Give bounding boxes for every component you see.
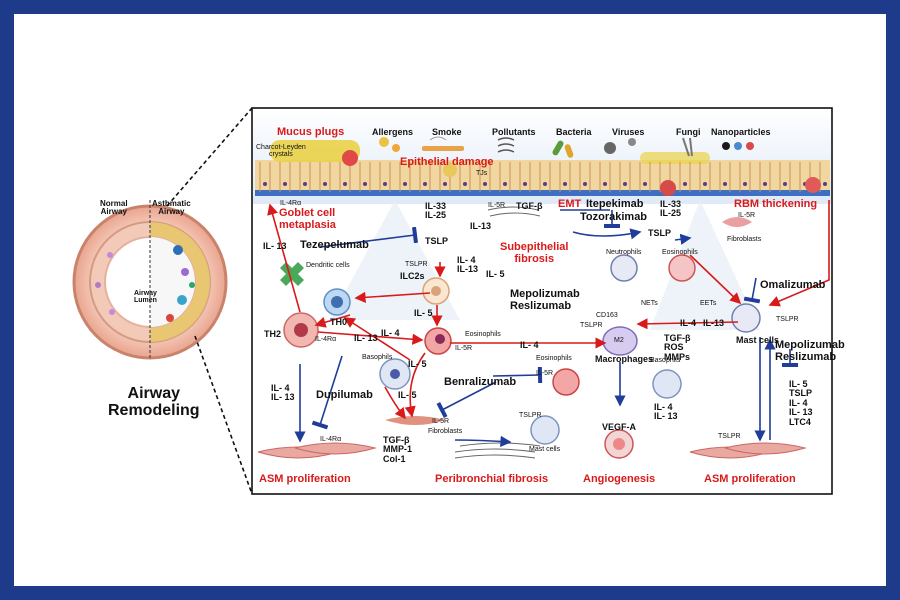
- mucus-plugs-label: Mucus plugs: [277, 126, 345, 138]
- il5-lower-label: IL- 5: [398, 390, 417, 400]
- eets-label: EETs: [700, 300, 717, 307]
- omalizumab-label: Omalizumab: [760, 279, 826, 291]
- asm-proliferation-left-label: ASM proliferation: [259, 473, 351, 485]
- tgfb-top-label: TGF-β: [516, 201, 543, 211]
- rbm-thickening-label: RBM thickening: [734, 198, 818, 210]
- vegf-label: VEGF-A: [602, 422, 637, 432]
- angiogenesis-label: Angiogenesis: [583, 473, 656, 485]
- tslpr-mast-low-label: TSLPR: [519, 412, 542, 419]
- tslpr-asm-label: TSLPR: [718, 433, 741, 440]
- peribronchial-fibrosis-label: Peribronchial fibrosis: [435, 473, 549, 485]
- il4-left-label: IL- 4: [381, 328, 400, 338]
- benralizumab-label: Benralizumab: [444, 376, 517, 388]
- mast-cells-low-label: Mast cells: [529, 446, 561, 453]
- il4ra-asm-label: IL-4Rα: [320, 436, 342, 443]
- emt-label: EMT: [558, 198, 582, 210]
- dupilumab-label: Dupilumab: [316, 389, 373, 401]
- trigger-pollutants: Pollutants: [492, 127, 536, 137]
- il5r-right-label: IL-5R: [738, 212, 756, 219]
- dendritic-cells-label: Dendritic cells: [306, 262, 350, 269]
- macrophages-label: Macrophages: [595, 354, 654, 364]
- zoom-line-top: [166, 107, 253, 207]
- trigger-nanoparticles: Nanoparticles: [711, 127, 771, 137]
- basophils-left-label: Basophils: [362, 354, 393, 361]
- il4ra-th2-label: IL-4Rα: [315, 336, 337, 343]
- il4ra-top-label: IL-4Rα: [280, 200, 302, 207]
- zoom-line-bottom: [194, 335, 253, 495]
- tezepelumab-label: Tezepelumab: [300, 239, 369, 251]
- tslp-right-label: TSLP: [648, 228, 672, 238]
- asm-proliferation-right-label: ASM proliferation: [704, 473, 796, 485]
- il5-basophil-label: IL- 5: [408, 359, 427, 369]
- epithelium-layer: [255, 140, 830, 196]
- inhibition-arrows: [294, 209, 798, 447]
- il5-center-label: IL- 5: [414, 308, 433, 318]
- il5r-fib-label: IL-5R: [432, 418, 450, 425]
- il5r-mid-label: IL-5R: [455, 345, 473, 352]
- trigger-smoke: Smoke: [432, 127, 462, 137]
- tjs-label: TJs: [476, 170, 488, 177]
- nets-label: NETs: [641, 300, 658, 307]
- itepekimab-label: Itepekimab: [586, 198, 644, 210]
- il13-left2-label: IL- 13: [354, 333, 378, 343]
- il5r-top-label: IL-5R: [488, 202, 506, 209]
- trigger-allergens: Allergens: [372, 127, 414, 137]
- cd163-label: CD163: [596, 312, 618, 319]
- tslpr-mast-label: TSLPR: [776, 316, 799, 323]
- trigger-fungi: Fungi: [676, 127, 701, 137]
- il4-mast-label: IL-4: [680, 318, 697, 328]
- eosinophils-mid-label: Eosinophils: [465, 331, 501, 338]
- il5r-low-label: IL-5R: [536, 370, 554, 377]
- tozorakimab-label: Tozorakimab: [580, 211, 648, 223]
- tissue-graphics: [257, 206, 807, 459]
- basophils-right-label: Basophils: [650, 357, 681, 364]
- trigger-icons: [379, 136, 754, 158]
- il5-mid-label: IL- 5: [486, 269, 505, 279]
- th2-label: TH2: [264, 329, 282, 339]
- fibroblasts-bottom-label: Fibroblasts: [428, 428, 463, 435]
- airway-cross-section: [72, 200, 228, 360]
- tslpr-mac-label: TSLPR: [580, 322, 603, 329]
- il13-mast-label: IL-13: [703, 318, 725, 328]
- eosinophils-low-label: Eosinophils: [536, 355, 572, 362]
- il4-eos-label: IL- 4: [520, 340, 539, 350]
- neutrophils-label: Neutrophils: [606, 249, 642, 256]
- ilc2-label: ILC2s: [400, 271, 425, 281]
- il13-left-label: IL- 13: [263, 241, 287, 251]
- fibroblasts-right-label: Fibroblasts: [727, 236, 762, 243]
- trigger-viruses: Viruses: [612, 127, 645, 137]
- activation-arrows: [267, 200, 830, 420]
- il13-up-label: IL-13: [470, 221, 492, 231]
- mast-cells-right-label: Mast cells: [736, 335, 780, 345]
- th0-label: TH0: [330, 317, 348, 327]
- trigger-bacteria: Bacteria: [556, 127, 592, 137]
- tslp-mid-label: TSLP: [425, 236, 449, 246]
- cell-graphics: [280, 217, 761, 459]
- m2-label: M2: [614, 337, 624, 344]
- tslpr-ilc2-label: TSLPR: [405, 261, 428, 268]
- eosinophils-right-label: Eosinophils: [662, 249, 698, 256]
- epithelial-damage-label: Epithelial damage: [400, 156, 494, 168]
